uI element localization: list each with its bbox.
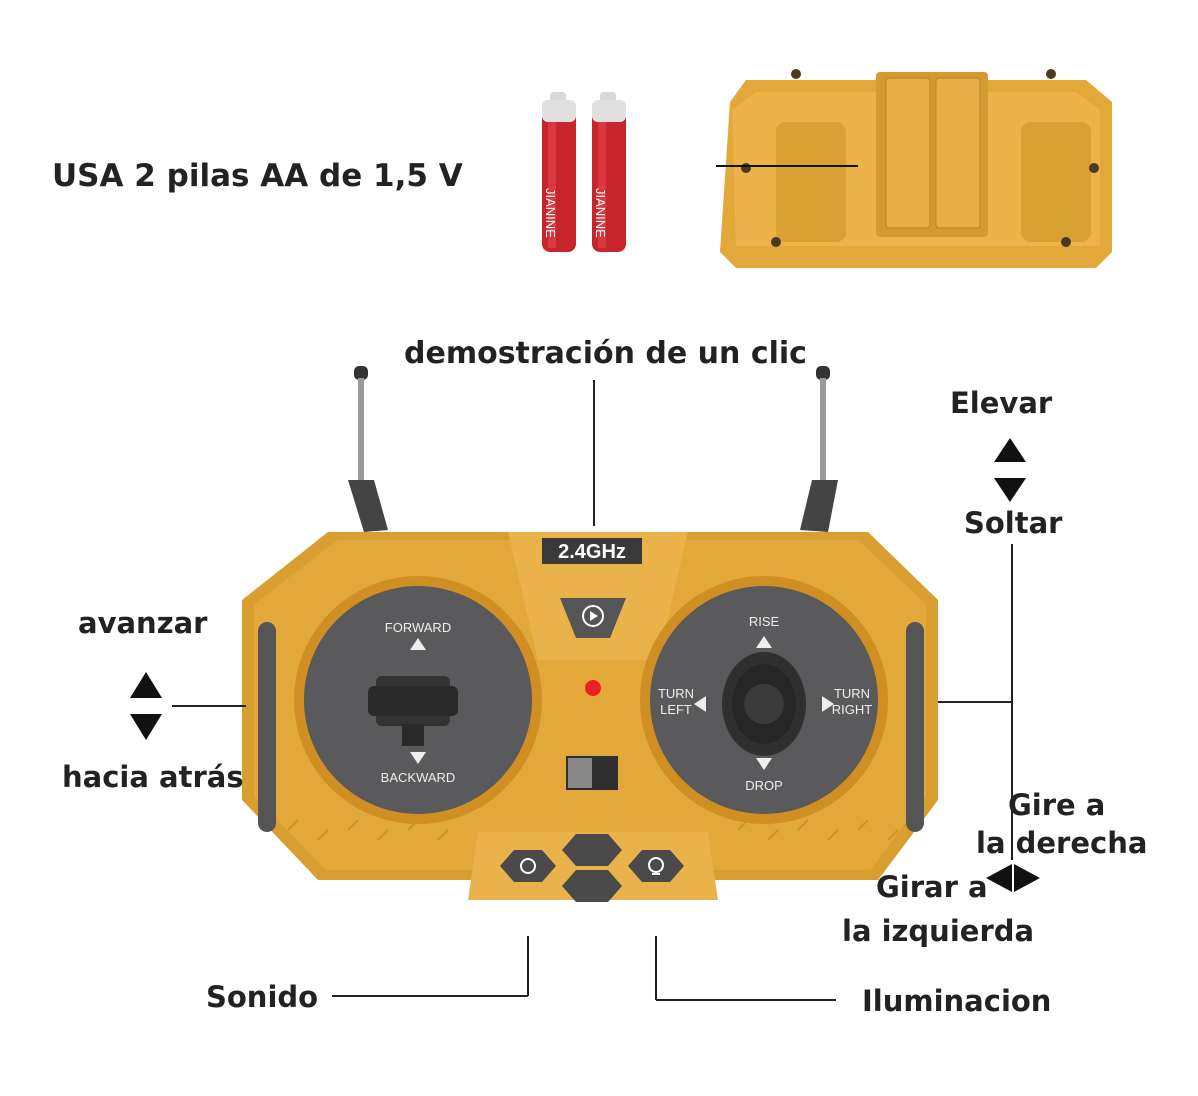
turn-left-label-2: LEFT [660, 702, 692, 717]
power-switch[interactable] [566, 756, 618, 790]
turn-right-label-2: RIGHT [832, 702, 873, 717]
light-button[interactable] [628, 850, 684, 882]
battery-note: USA 2 pilas AA de 1,5 V [52, 158, 463, 194]
battery-2: JIANINE [592, 92, 626, 252]
right-joystick[interactable] [722, 652, 806, 756]
center-button-top[interactable] [562, 834, 622, 866]
controller-back [716, 69, 1112, 268]
callout-backward: hacia atrás [62, 760, 244, 794]
grip-left [258, 622, 276, 832]
forward-label: FORWARD [385, 620, 451, 635]
sound-button[interactable] [500, 850, 556, 882]
status-led [585, 680, 601, 696]
frequency-badge-text: 2.4GHz [558, 541, 626, 563]
turn-right-label-1: TURN [834, 686, 870, 701]
callout-turn-right-2: la derecha [976, 826, 1148, 860]
rise-label: RISE [749, 614, 780, 629]
center-button-bottom[interactable] [562, 870, 622, 902]
rise-arrow-icon [756, 636, 772, 648]
battery-brand-2: JIANINE [593, 188, 608, 238]
tread-pattern [287, 819, 899, 841]
grip-right [906, 622, 924, 832]
turn-right-arrow-callout-icon [1014, 864, 1040, 892]
backward-arrow-icon [410, 752, 426, 764]
turn-left-arrow-icon [694, 696, 706, 712]
callout-turn-right-1: Gire a [1008, 788, 1106, 822]
raise-arrow-icon [994, 438, 1026, 462]
callout-raise: Elevar [950, 386, 1053, 420]
turn-left-arrow-callout-icon [986, 864, 1012, 892]
forward-arrow-callout-icon [130, 672, 162, 698]
remote-controller: 2.4GHz FORWARD BACKWARD RISE DROP TURN L… [242, 366, 938, 902]
callout-sound: Sonido [206, 980, 319, 1014]
battery-brand-1: JIANINE [543, 188, 558, 238]
antenna-left [348, 366, 388, 532]
drop-label: DROP [745, 778, 783, 793]
antenna-right [800, 366, 838, 532]
turn-left-label-1: TURN [658, 686, 694, 701]
gear-play-icon [582, 605, 604, 627]
turn-right-arrow-icon [822, 696, 834, 712]
frequency-badge [542, 538, 642, 564]
backward-label: BACKWARD [381, 770, 456, 785]
sound-icon [520, 858, 536, 874]
demo-button[interactable] [560, 598, 626, 638]
callout-turn-left-1: Girar a [876, 870, 988, 904]
aa-batteries: JIANINE JIANINE [542, 92, 626, 252]
release-arrow-icon [994, 478, 1026, 502]
drop-arrow-icon [756, 758, 772, 770]
callout-forward: avanzar [78, 606, 208, 640]
left-stick[interactable] [368, 676, 458, 746]
battery-1: JIANINE [542, 92, 576, 252]
bulb-icon [648, 857, 664, 875]
callout-demo: demostración de un clic [404, 336, 807, 371]
callout-release: Soltar [964, 506, 1063, 540]
callout-turn-left-2: la izquierda [842, 914, 1035, 948]
backward-arrow-callout-icon [130, 714, 162, 740]
forward-arrow-icon [410, 638, 426, 650]
callout-lighting: Iluminacion [862, 984, 1052, 1018]
